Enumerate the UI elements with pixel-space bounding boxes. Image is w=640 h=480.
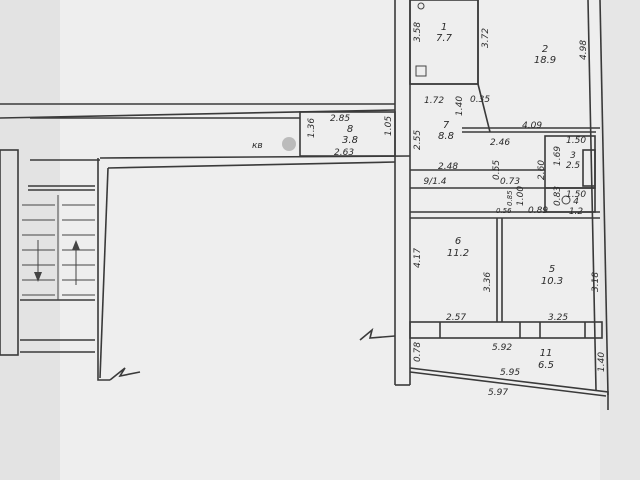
room-labels: 1 7.7 2 18.9 3 2.5 4 1.2 5 10.3 6 11.2 7… [252, 22, 583, 371]
dim-5-95: 5.95 [500, 368, 520, 378]
room-3-area: 2.5 [566, 161, 581, 171]
stain-mark [282, 137, 296, 151]
dim-2-55: 2.55 [413, 130, 423, 150]
walls [0, 0, 609, 410]
room-5-area: 10.3 [541, 276, 563, 287]
dim-5-92: 5.92 [492, 343, 512, 353]
room-8-number: 8 [347, 124, 353, 135]
room-7-area: 8.8 [438, 131, 454, 142]
dim-1-50-mid: 1.50 [566, 190, 586, 200]
dim-0-73: 0.73 [500, 177, 520, 187]
room-9-number: 9/1.4 [423, 177, 446, 187]
dim-2-85: 2.85 [330, 114, 350, 124]
dim-3-58: 3.58 [413, 22, 423, 42]
dim-1-69: 1.69 [553, 146, 563, 166]
dim-2-46: 2.46 [490, 138, 510, 148]
sink-icon [415, 65, 427, 77]
dim-1-00: 1.00 [516, 186, 526, 206]
dim-3-72: 3.72 [481, 28, 491, 48]
dim-1-72: 1.72 [424, 96, 444, 106]
dim-3-25: 3.25 [548, 313, 568, 323]
dim-0-56: 0.56 [496, 207, 512, 215]
room-3-number: 3 [570, 151, 576, 161]
room-11-area: 6.5 [538, 360, 554, 371]
room-7-number: 7 [443, 120, 450, 131]
dim-0-89: 0.89 [528, 206, 548, 216]
dim-0-35: 0.35 [470, 95, 490, 105]
room-4-area: 1.2 [569, 207, 584, 217]
room-8-area: 3.8 [342, 135, 358, 146]
dim-1-40: 1.40 [455, 96, 465, 116]
dim-1-40-right: 1.40 [597, 352, 607, 372]
room-1-area: 7.7 [436, 33, 453, 44]
dim-2-63: 2.63 [334, 148, 354, 158]
room-1-number: 1 [441, 22, 447, 33]
room-4-number: 4 [573, 197, 579, 207]
dim-0-78: 0.78 [413, 342, 423, 362]
dimension-labels: 3.58 3.72 4.98 1.72 1.40 0.35 4.09 1.50 … [307, 22, 607, 398]
toilet-icon [561, 195, 571, 205]
dim-1-36: 1.36 [307, 118, 317, 138]
room-6-number: 6 [455, 236, 461, 247]
room-11-number: 11 [540, 348, 553, 359]
stove-icon [417, 2, 425, 10]
dim-4-17: 4.17 [413, 248, 423, 268]
dim-4-09: 4.09 [522, 121, 542, 131]
room-5-number: 5 [549, 264, 555, 275]
stair-arrow-up-icon [72, 240, 80, 250]
dim-1-50-top: 1.50 [566, 136, 586, 146]
dim-3-36: 3.36 [483, 272, 493, 292]
dim-0-83: 0.83 [553, 186, 563, 206]
dim-0-85: 0.85 [506, 190, 514, 206]
kv-annotation: кв [252, 141, 263, 151]
dim-2-60: 2.60 [537, 160, 547, 180]
stair-arrow-down-icon [34, 272, 42, 282]
dim-3-18: 3.18 [591, 272, 601, 292]
dim-4-98: 4.98 [579, 40, 589, 60]
dim-1-05: 1.05 [384, 116, 394, 136]
dim-0-55: 0.55 [492, 160, 502, 180]
dim-2-48: 2.48 [438, 162, 458, 172]
room-2-area: 18.9 [534, 55, 556, 66]
room-6-area: 11.2 [447, 248, 469, 259]
dim-2-57: 2.57 [446, 313, 466, 323]
dim-5-97: 5.97 [488, 388, 508, 398]
room-2-number: 2 [542, 44, 548, 55]
